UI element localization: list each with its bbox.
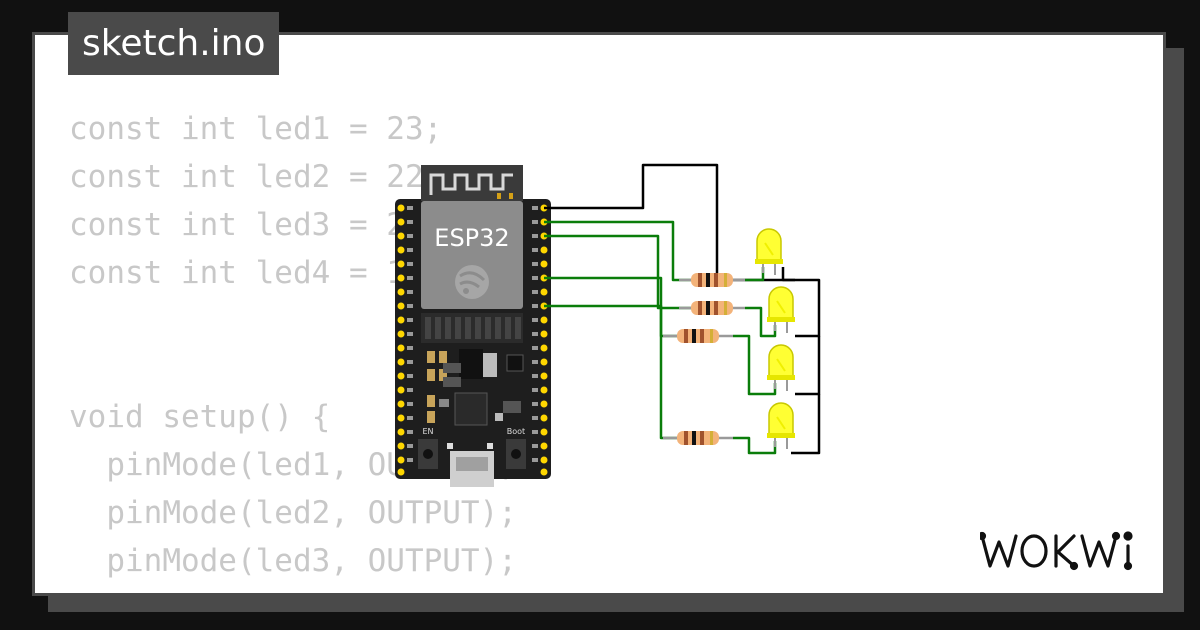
resistor-3[interactable] (663, 329, 733, 343)
wire-gnd (544, 163, 821, 338)
led-1[interactable] (755, 228, 783, 275)
file-tab-label: sketch.ino (82, 23, 266, 64)
resistor-2[interactable] (679, 301, 745, 315)
file-tab[interactable]: sketch.ino (68, 12, 280, 75)
wire-gnd-3 (791, 394, 821, 455)
code-line: pinMode(led2, OUTPUT); (69, 495, 517, 531)
wokwi-logo-icon (980, 531, 1133, 571)
led-2[interactable] (767, 286, 795, 333)
wire-r1-led1 (745, 267, 765, 282)
led-4[interactable] (767, 402, 795, 449)
en-label: EN (422, 427, 433, 436)
wire-gnd-4 (781, 267, 795, 282)
code-line: pinMode(led4, OUTPUT); (69, 585, 517, 593)
code-preview: const int led1 = 23;const int led2 = 22;… (69, 105, 517, 593)
wire-gnd-2 (795, 336, 821, 396)
code-line: void setup() { (69, 399, 331, 435)
resistor-4[interactable] (663, 431, 733, 445)
esp32-board[interactable]: ESP32 (395, 165, 551, 487)
wire-led1 (544, 220, 693, 282)
circuit-diagram: ESP32 (395, 163, 821, 487)
wire-led4 (544, 304, 679, 440)
wire-r3-led3 (733, 334, 777, 396)
led-3[interactable] (767, 344, 795, 391)
code-line: pinMode(led3, OUTPUT); (69, 543, 517, 579)
espressif-icon (455, 265, 489, 299)
wire-led2 (544, 234, 693, 310)
project-card: const int led1 = 23;const int led2 = 22;… (32, 32, 1166, 596)
wire-r2-led2 (745, 306, 777, 338)
boot-label: Boot (507, 427, 525, 436)
wire-r4-led4 (733, 436, 777, 455)
resistor-1[interactable] (679, 273, 745, 287)
code-line: const int led1 = 23; (69, 111, 443, 147)
esp32-chip-label: ESP32 (434, 224, 509, 252)
